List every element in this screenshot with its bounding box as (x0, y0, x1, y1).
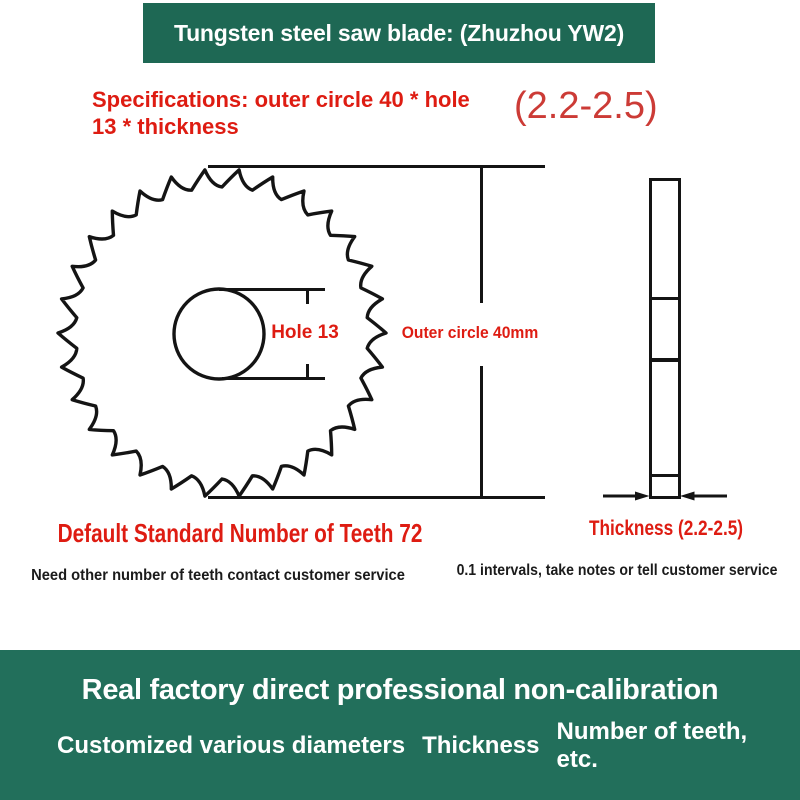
footer-item-thickness: Thickness (422, 732, 540, 759)
hole-dimension-label: Hole 13 (271, 322, 339, 343)
thickness-arrows (603, 491, 727, 501)
specifications-text: Specifications: outer circle 40 * hole 1… (92, 86, 470, 140)
default-teeth-text: Default Standard Number of Teeth 72 (57, 518, 423, 548)
specs-line2: 13 * thickness (92, 114, 239, 139)
thickness-dimension-label: Thickness (2.2-2.5) (588, 517, 744, 540)
outer-circle-dimension-label: Outer circle 40mm (401, 323, 539, 342)
outer-dimension-lines (208, 165, 545, 499)
teeth-contact-note: Need other number of teeth contact custo… (31, 567, 405, 584)
bore-hole-circle (172, 287, 266, 381)
side-view (649, 178, 681, 499)
hole-dimension-lines (219, 288, 325, 380)
footer-headline: Real factory direct professional non-cal… (81, 674, 719, 706)
footer-feature-row: Customized various diameters Thickness N… (57, 718, 800, 774)
footer-banner: Real factory direct professional non-cal… (0, 650, 800, 800)
footer-item-diameters: Customized various diameters (57, 732, 406, 759)
footer-item-teeth: Number of teeth, etc. (556, 718, 748, 773)
interval-note: 0.1 intervals, take notes or tell custom… (456, 562, 778, 579)
saw-blade-diagram (56, 165, 727, 501)
thickness-range-text: (2.2-2.5) (514, 85, 658, 127)
specs-line1: Specifications: outer circle 40 * hole (92, 87, 470, 112)
title-banner: Tungsten steel saw blade: (Zhuzhou YW2) (143, 3, 655, 63)
banner-title: Tungsten steel saw blade: (Zhuzhou YW2) (173, 19, 625, 46)
